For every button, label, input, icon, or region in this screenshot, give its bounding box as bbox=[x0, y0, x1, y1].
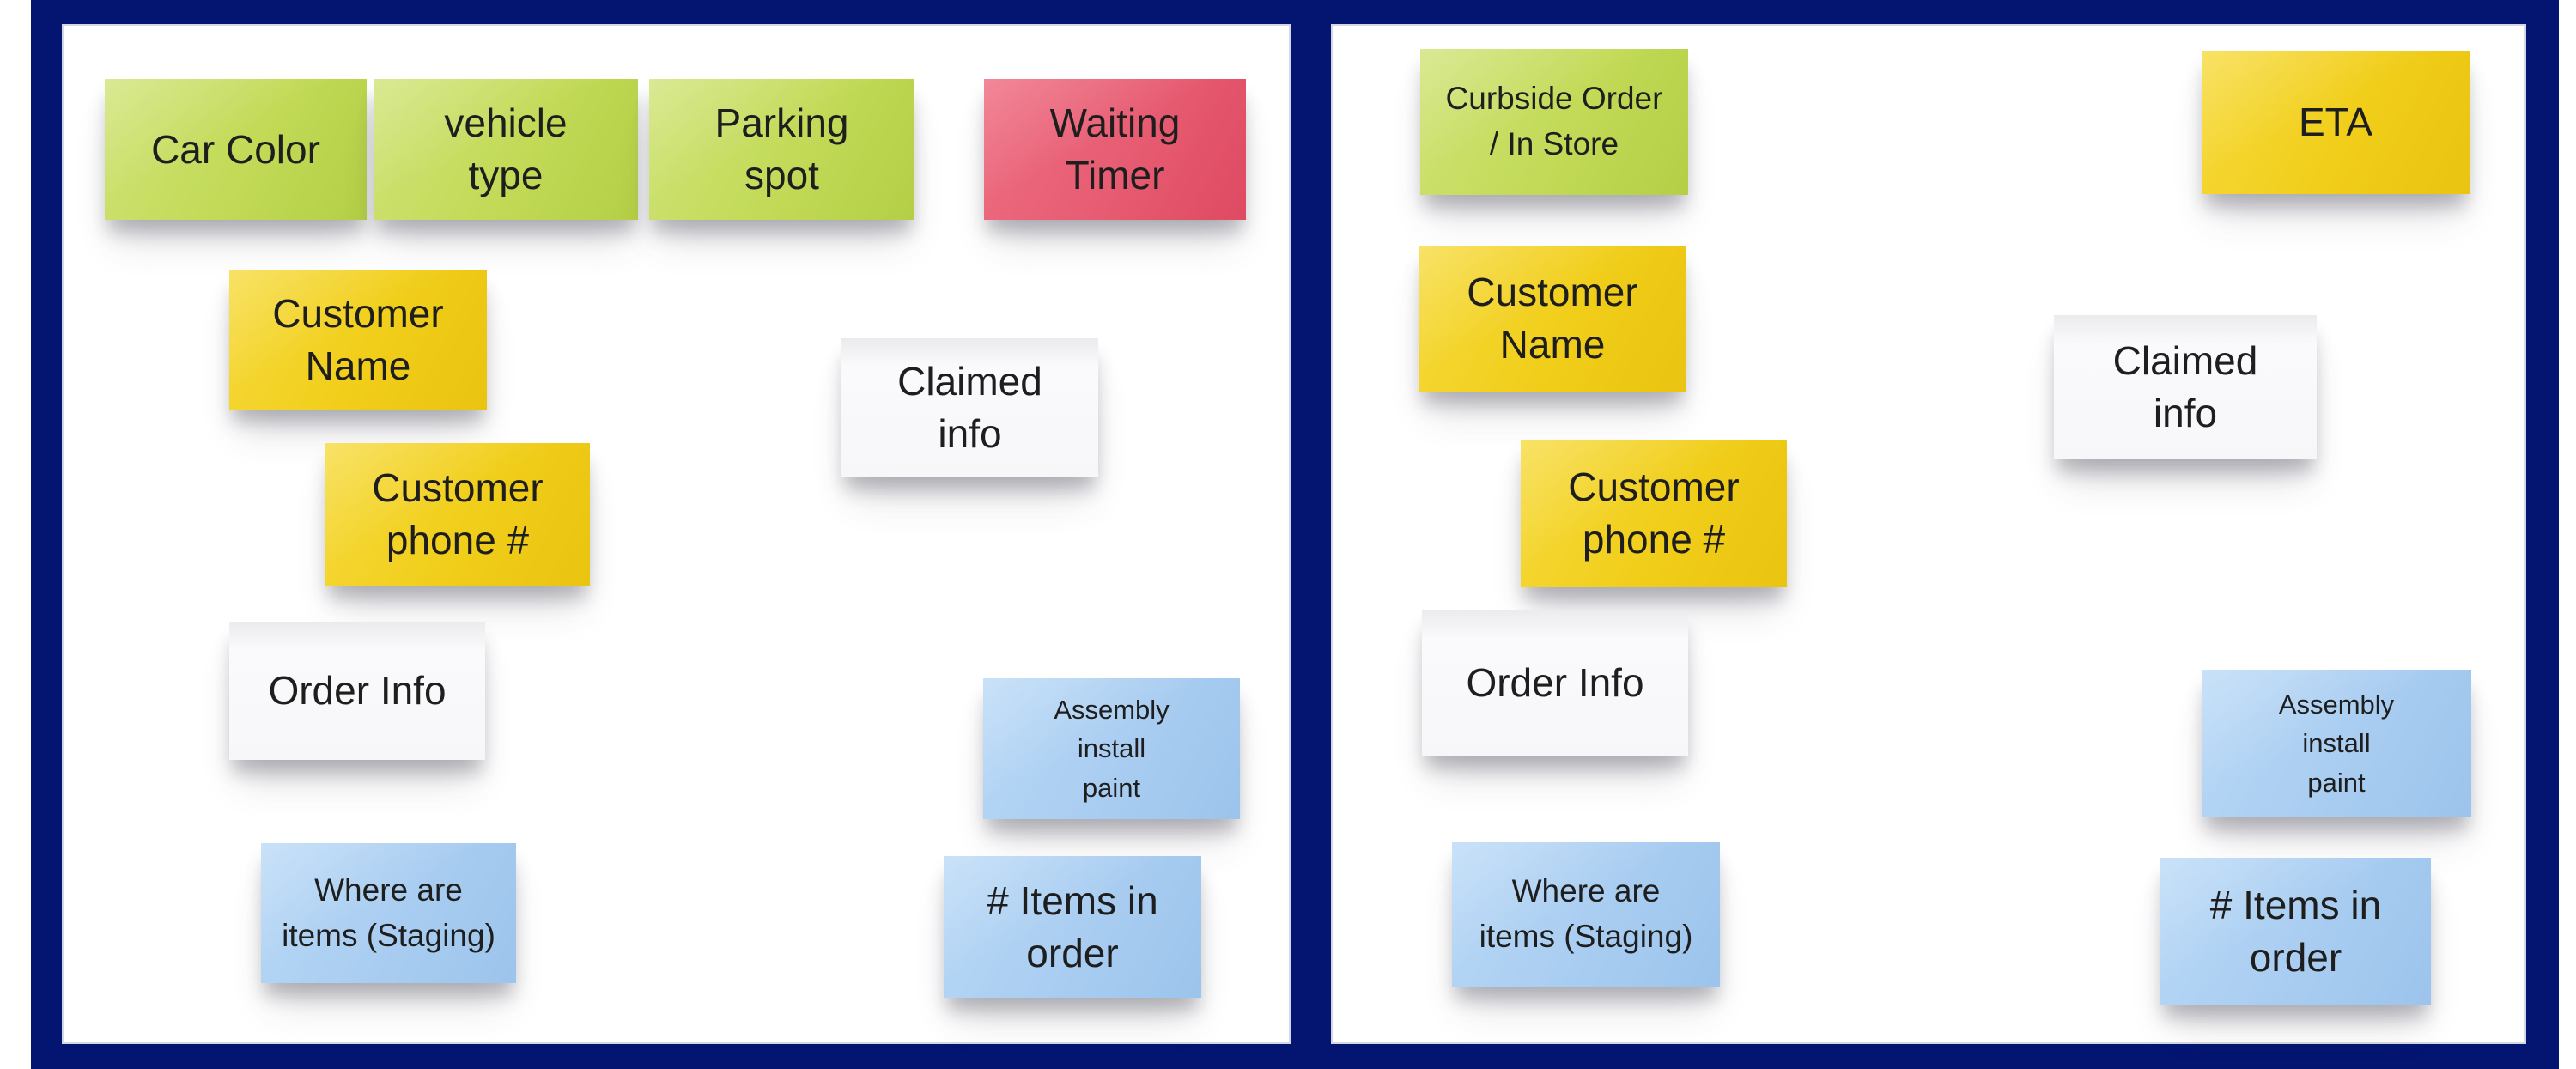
sticky-note-customer-phone[interactable]: Customer phone # bbox=[325, 443, 590, 586]
sticky-note-customer-phone-right[interactable]: Customer phone # bbox=[1521, 440, 1787, 587]
sticky-note-items-in-order-right-label: # Items in order bbox=[2209, 882, 2382, 980]
sticky-note-claimed-info-right-label: Claimed info bbox=[2112, 338, 2258, 435]
sticky-note-assembly-install-paint[interactable]: Assembly install paint bbox=[983, 678, 1240, 819]
sticky-note-customer-phone-right-label: Customer phone # bbox=[1568, 465, 1740, 562]
sticky-note-eta[interactable]: ETA bbox=[2202, 51, 2470, 194]
sticky-note-items-in-order-right[interactable]: # Items in order bbox=[2160, 858, 2431, 1005]
sticky-note-customer-name-right[interactable]: Customer Name bbox=[1419, 246, 1686, 392]
sticky-note-curbside-order-in-store-label: Curbside Order / In Store bbox=[1445, 81, 1663, 161]
sticky-note-customer-phone-label: Customer phone # bbox=[372, 465, 544, 562]
sticky-note-items-in-order[interactable]: # Items in order bbox=[944, 856, 1201, 998]
sticky-note-claimed-info-label: Claimed info bbox=[897, 358, 1042, 456]
sticky-note-items-in-order-label: # Items in order bbox=[987, 878, 1158, 975]
sticky-note-assembly-install-paint-right[interactable]: Assembly install paint bbox=[2202, 670, 2471, 817]
right-board-panel: Curbside Order / In Store ETA Customer N… bbox=[1331, 24, 2526, 1044]
sticky-note-where-are-items-right-label: Where are items (Staging) bbox=[1479, 873, 1693, 954]
sticky-note-waiting-timer[interactable]: Waiting Timer bbox=[984, 79, 1246, 220]
sticky-note-eta-label: ETA bbox=[2298, 100, 2373, 145]
sticky-note-assembly-install-paint-label: Assembly install paint bbox=[1054, 695, 1170, 803]
sticky-note-vehicle-type[interactable]: vehicle type bbox=[374, 79, 638, 220]
sticky-note-where-are-items[interactable]: Where are items (Staging) bbox=[261, 843, 516, 983]
sticky-note-where-are-items-label: Where are items (Staging) bbox=[282, 872, 495, 953]
sticky-note-order-info-label: Order Info bbox=[268, 668, 447, 714]
sticky-note-customer-name-right-label: Customer Name bbox=[1467, 270, 1638, 367]
sticky-note-order-info-right-label: Order Info bbox=[1466, 659, 1644, 705]
sticky-note-customer-name[interactable]: Customer Name bbox=[229, 270, 487, 410]
sticky-note-curbside-order-in-store[interactable]: Curbside Order / In Store bbox=[1420, 49, 1688, 195]
sticky-note-waiting-timer-label: Waiting Timer bbox=[1049, 100, 1181, 197]
sticky-note-customer-name-label: Customer Name bbox=[272, 290, 444, 388]
board-frame: Car Color vehicle type Parking spot Wait… bbox=[31, 0, 2559, 1069]
sticky-note-where-are-items-right[interactable]: Where are items (Staging) bbox=[1452, 842, 1720, 987]
sticky-note-order-info[interactable]: Order Info bbox=[229, 622, 485, 760]
sticky-note-assembly-install-paint-right-label: Assembly install paint bbox=[2278, 689, 2395, 798]
sticky-note-car-color[interactable]: Car Color bbox=[105, 79, 367, 220]
sticky-note-claimed-info-right[interactable]: Claimed info bbox=[2054, 315, 2317, 459]
sticky-note-order-info-right[interactable]: Order Info bbox=[1422, 610, 1688, 756]
sticky-note-car-color-label: Car Color bbox=[151, 126, 320, 172]
sticky-note-parking-spot[interactable]: Parking spot bbox=[649, 79, 914, 220]
sticky-note-claimed-info[interactable]: Claimed info bbox=[841, 338, 1098, 477]
left-board-panel: Car Color vehicle type Parking spot Wait… bbox=[62, 24, 1291, 1044]
sticky-note-vehicle-type-label: vehicle type bbox=[444, 100, 568, 197]
sticky-note-parking-spot-label: Parking spot bbox=[714, 100, 849, 197]
